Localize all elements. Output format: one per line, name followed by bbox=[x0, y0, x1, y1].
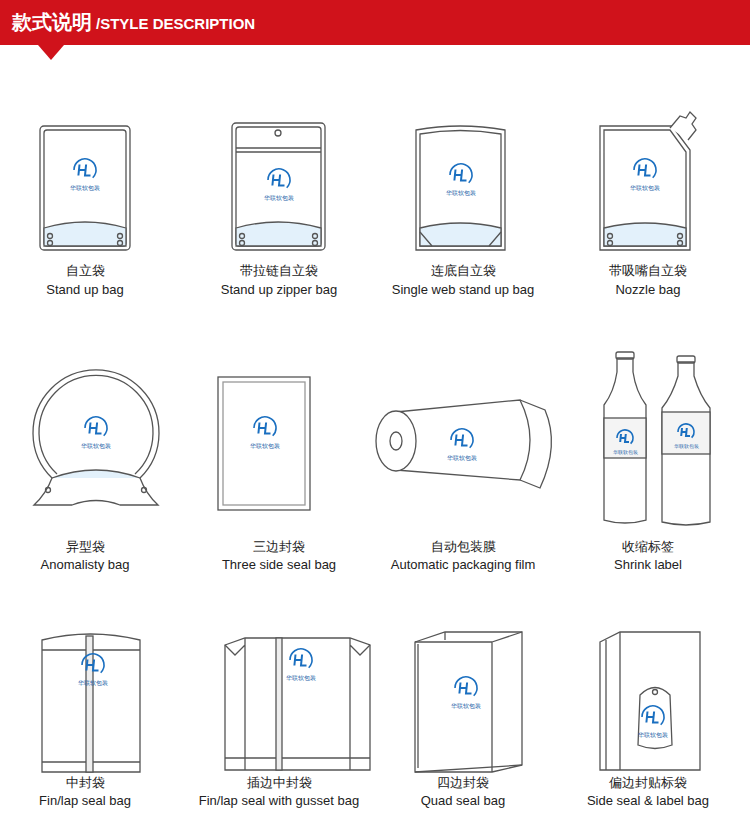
title-english: /STYLE DESCRIPTION bbox=[96, 15, 255, 32]
logo-text: 华联软包装 bbox=[638, 732, 668, 739]
logo-mark bbox=[82, 654, 104, 673]
caption-chinese: 异型袋 bbox=[66, 540, 105, 555]
caption-english: Side seal & label bag bbox=[587, 794, 709, 809]
logo-mark bbox=[455, 677, 477, 696]
logo-text: 华联软包装 bbox=[451, 703, 481, 710]
logo-text: 华联软包装 bbox=[70, 185, 100, 192]
logo-mark bbox=[268, 169, 290, 188]
caption-chinese: 插边中封袋 bbox=[247, 776, 312, 791]
logo-mark bbox=[254, 417, 276, 436]
caption-english: Shrink label bbox=[614, 558, 682, 573]
caption-chinese: 带吸嘴自立袋 bbox=[609, 264, 687, 279]
logo-text: 华联软包装 bbox=[674, 444, 699, 450]
logo-text: 华联软包装 bbox=[447, 455, 477, 462]
logo-mark bbox=[450, 164, 472, 183]
caption-chinese: 自动包装膜 bbox=[431, 540, 496, 555]
caption-chinese: 收缩标签 bbox=[622, 540, 674, 555]
logo-mark bbox=[451, 429, 473, 448]
logo-text: 华联软包装 bbox=[613, 450, 638, 456]
logo-mark bbox=[85, 417, 107, 436]
logo-mark bbox=[290, 649, 312, 668]
caption-english: Fin/lap seal bag bbox=[39, 794, 131, 809]
logo-text: 华联软包装 bbox=[286, 675, 316, 682]
logo-text: 华联软包装 bbox=[81, 443, 111, 450]
caption-english: Single web stand up bag bbox=[392, 283, 534, 298]
logo-text: 华联软包装 bbox=[250, 443, 280, 450]
caption-chinese: 自立袋 bbox=[66, 264, 105, 279]
logo-mark bbox=[642, 706, 664, 725]
logo-text: 华联软包装 bbox=[78, 680, 108, 687]
logo-mark bbox=[678, 424, 694, 438]
caption-chinese: 中封袋 bbox=[66, 776, 105, 791]
logo-text: 华联软包装 bbox=[630, 185, 660, 192]
caption-english: Fin/lap seal with gusset bag bbox=[199, 794, 359, 809]
caption-chinese: 带拉链自立袋 bbox=[240, 264, 318, 279]
caption-english: Three side seal bag bbox=[222, 558, 336, 573]
logo-mark bbox=[74, 159, 96, 178]
page-title: 款式说明 bbox=[12, 11, 92, 34]
caption-english: Stand up zipper bag bbox=[221, 283, 337, 298]
caption-english: Automatic packaging film bbox=[391, 558, 536, 573]
logo-mark bbox=[617, 430, 633, 444]
caption-english: Quad seal bag bbox=[421, 794, 506, 809]
caption-chinese: 连底自立袋 bbox=[431, 264, 496, 279]
caption-english: Nozzle bag bbox=[615, 283, 680, 298]
caption-chinese: 三边封袋 bbox=[253, 540, 305, 555]
caption-english: Anomalisty bag bbox=[41, 558, 130, 573]
caption-english: Stand up bag bbox=[46, 283, 123, 298]
logo-text: 华联软包装 bbox=[446, 190, 476, 197]
caption-chinese: 偏边封贴标袋 bbox=[609, 776, 687, 791]
logo-text: 华联软包装 bbox=[264, 195, 294, 202]
logo-mark bbox=[634, 159, 656, 178]
caption-chinese: 四边封袋 bbox=[437, 776, 489, 791]
